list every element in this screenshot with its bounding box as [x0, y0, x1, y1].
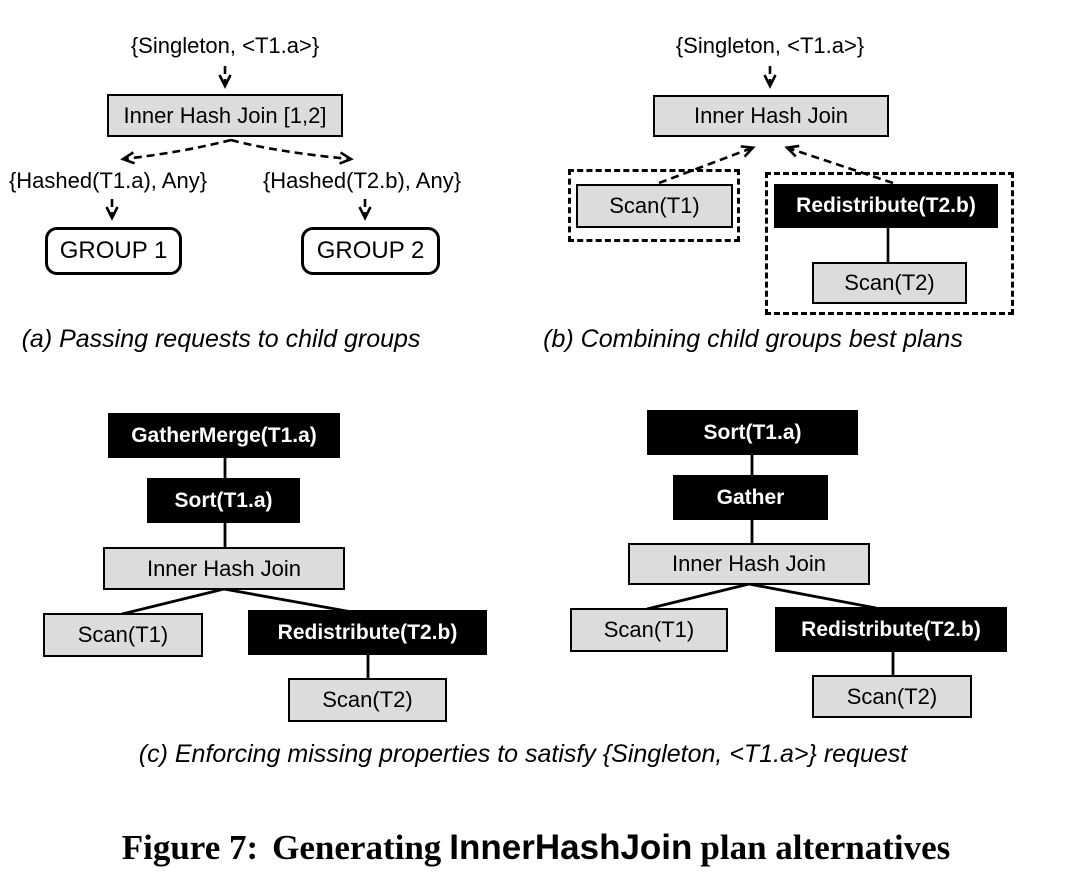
- arrow-join-to-group2-request: [230, 138, 350, 159]
- node-sort-t1a-left: Sort(T1.a): [147, 478, 300, 523]
- node-redistribute-t2b-b: Redistribute(T2.b): [774, 184, 998, 228]
- node-redistribute-t2b-c-left: Redistribute(T2.b): [248, 610, 487, 655]
- caption-panel-a: (a) Passing requests to child groups: [21, 325, 421, 353]
- node-group-2: GROUP 2: [301, 227, 440, 275]
- figure-caption-text-after: plan alternatives: [700, 828, 951, 867]
- figure-caption-text-before: Generating: [272, 828, 442, 867]
- request-label-hashed-t1a: {Hashed(T1.a), Any}: [8, 168, 208, 193]
- node-inner-hash-join-c-right: Inner Hash Join: [628, 543, 870, 585]
- node-scan-t2-b: Scan(T2): [812, 262, 967, 304]
- node-scan-t1-c-left: Scan(T1): [43, 613, 203, 657]
- node-scan-t1-c-right: Scan(T1): [570, 608, 728, 652]
- group1-best-plan-container: [568, 169, 740, 242]
- panel-a-arrows: [112, 66, 365, 217]
- request-label-singleton-b: {Singleton, <T1.a>}: [675, 33, 865, 58]
- node-inner-hash-join-c-left: Inner Hash Join: [103, 547, 345, 590]
- caption-panel-b: (b) Combining child groups best plans: [543, 325, 963, 353]
- node-scan-t2-c-left: Scan(T2): [288, 678, 447, 722]
- request-label-singleton-a: {Singleton, <T1.a>}: [130, 33, 320, 58]
- figure-caption-number: Figure 7:: [121, 828, 259, 867]
- node-group-1: GROUP 1: [45, 227, 182, 275]
- arrow-join-to-group1-request: [124, 138, 232, 159]
- node-scan-t1-b: Scan(T1): [576, 184, 733, 228]
- node-gathermerge-t1a: GatherMerge(T1.a): [108, 413, 340, 458]
- node-sort-t1a-right: Sort(T1.a): [647, 410, 858, 455]
- node-gather: Gather: [673, 475, 828, 520]
- node-inner-hash-join-a: Inner Hash Join [1,2]: [107, 94, 343, 137]
- node-inner-hash-join-b: Inner Hash Join: [653, 95, 889, 137]
- caption-panel-c: (c) Enforcing missing properties to sati…: [138, 740, 908, 768]
- node-redistribute-t2b-c-right: Redistribute(T2.b): [775, 607, 1007, 652]
- node-scan-t2-c-right: Scan(T2): [812, 675, 972, 718]
- request-label-hashed-t2b: {Hashed(T2.b), Any}: [262, 168, 462, 193]
- figure-caption-operator: InnerHashJoin: [449, 828, 693, 867]
